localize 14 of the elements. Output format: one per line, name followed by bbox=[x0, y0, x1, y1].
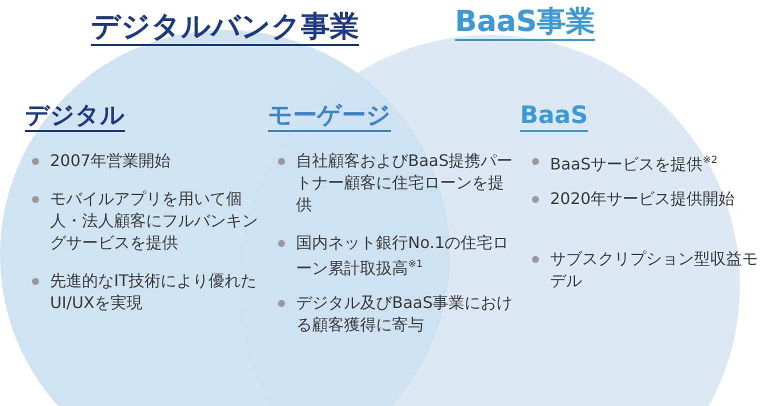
bullet-text: モバイルアプリを用いて個人・法人顧客にフルバンキングサービスを提供 bbox=[30, 188, 272, 254]
bullet-text: BaaSサービスを提供$^{※2}$ bbox=[530, 150, 760, 176]
bullet-text: 先進的なIT技術により優れたUI/UXを実現 bbox=[30, 270, 272, 314]
section-heading: デジタル bbox=[25, 100, 125, 132]
bullet-text: 2020年サービス提供開始 bbox=[530, 188, 760, 210]
bullet-text: デジタル及びBaaS事業における顧客獲得に寄与 bbox=[276, 292, 518, 336]
bullet-text: 自社顧客およびBaaS提携パートナー顧客に住宅ローンを提供 bbox=[276, 150, 518, 216]
bullet-text: 国内ネット銀行No.1の住宅ローン累計取扱高$^{※1}$ bbox=[276, 232, 518, 280]
section-heading: モーゲージ bbox=[268, 100, 391, 132]
circle-heading: デジタルバンク事業 bbox=[91, 8, 359, 46]
section-heading: BaaS bbox=[520, 100, 588, 132]
bullet-text: サブスクリプション型収益モデル bbox=[530, 248, 760, 292]
circle-heading: BaaS事業 bbox=[454, 3, 596, 41]
bullet-text: 2007年営業開始 bbox=[30, 150, 272, 172]
